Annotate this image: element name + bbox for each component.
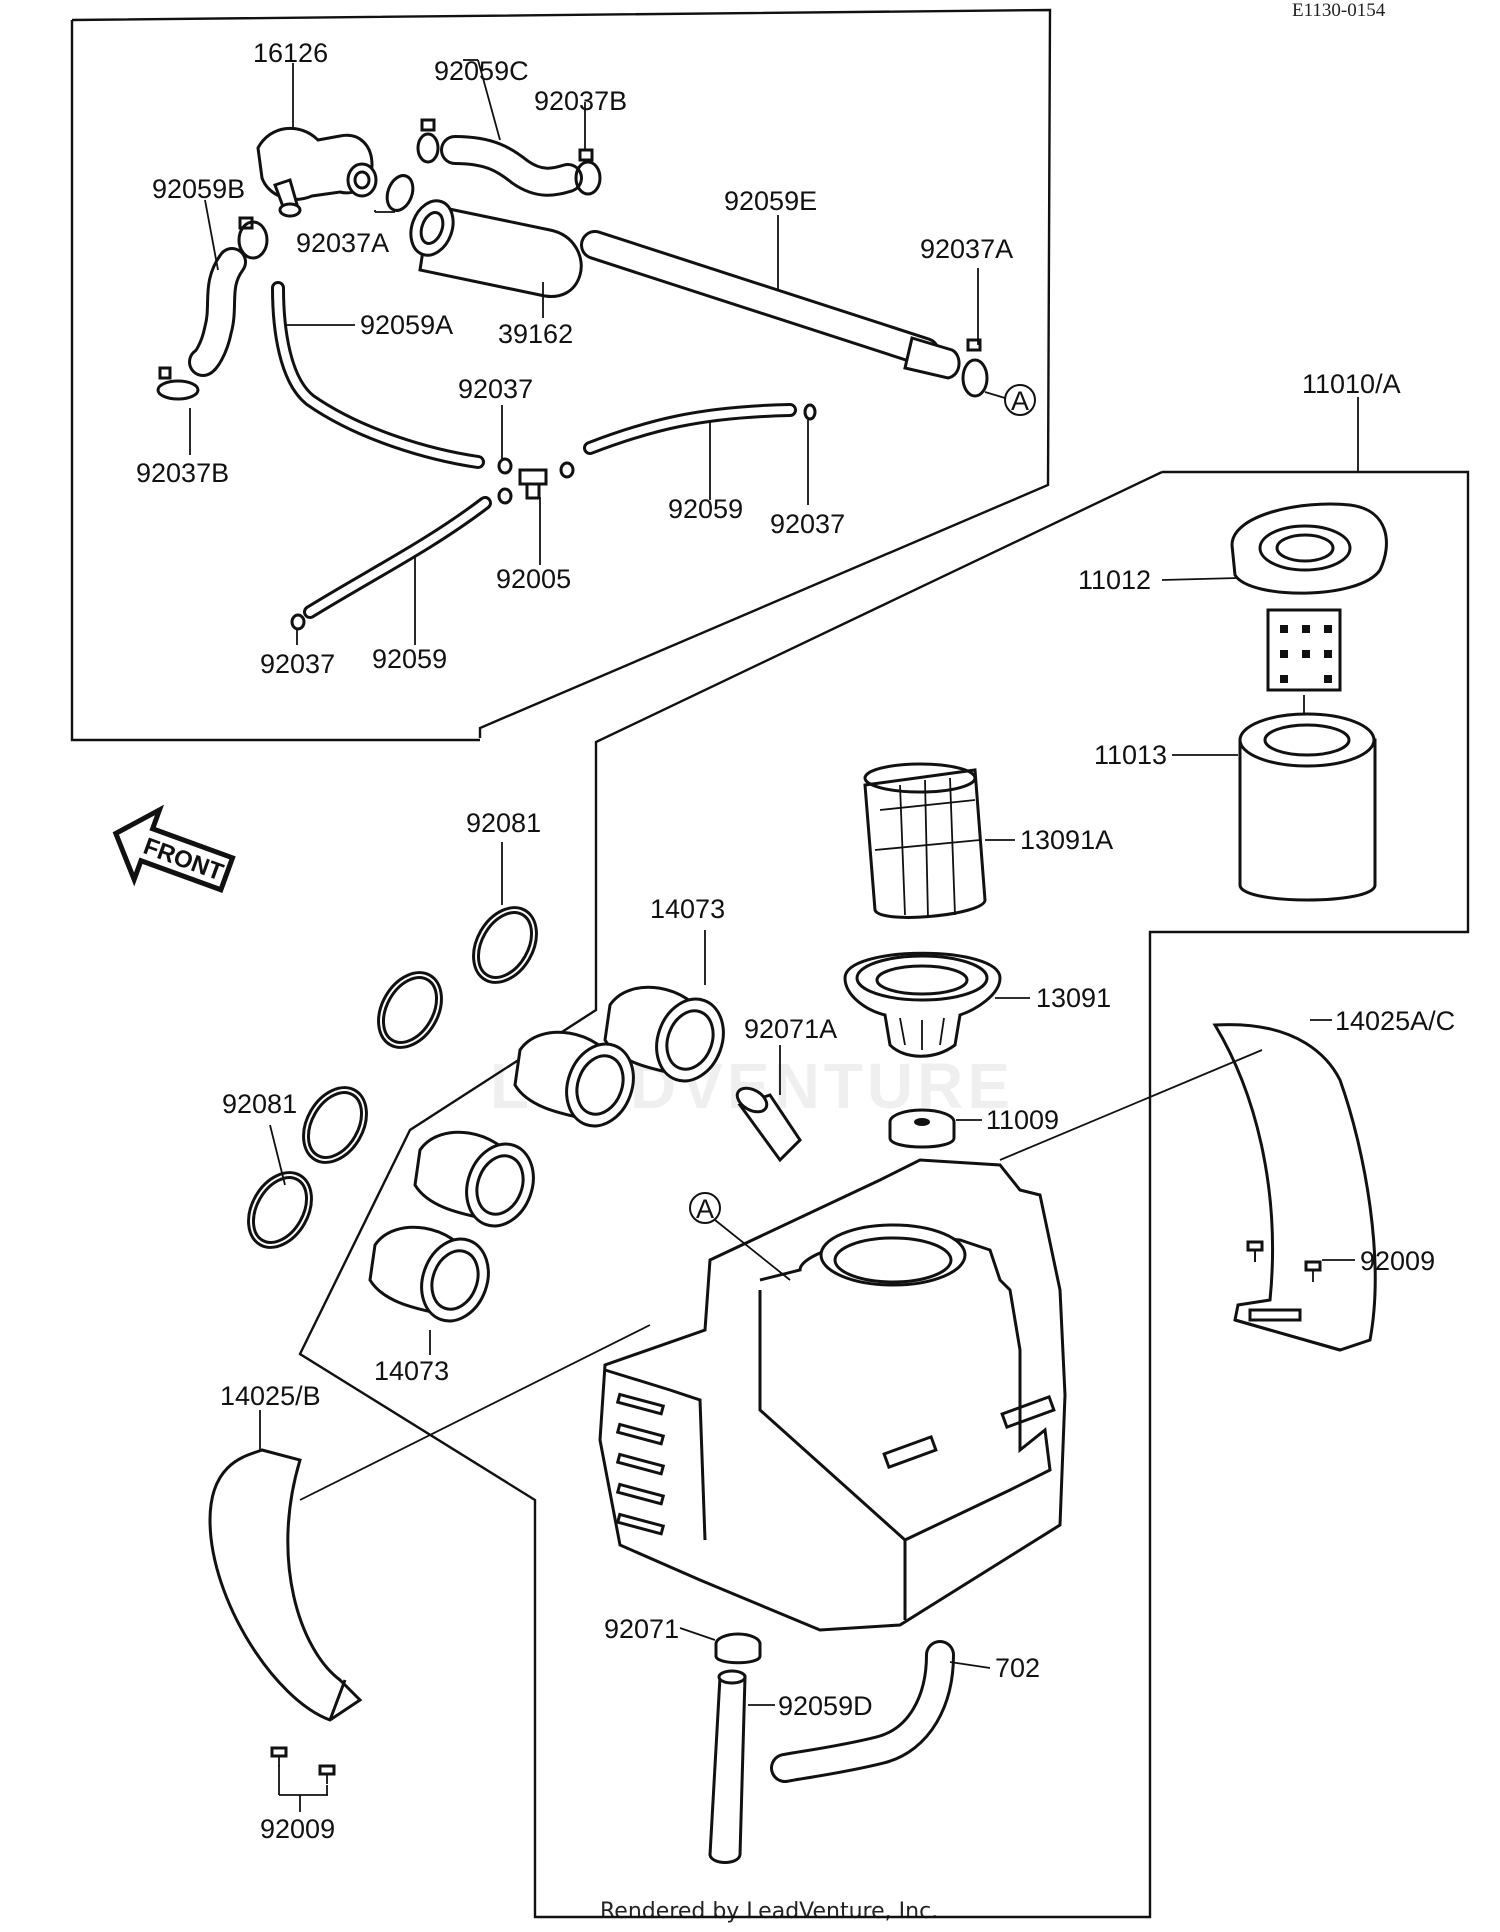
clamp-92037b-left <box>156 366 200 401</box>
callout-92071: 92071 <box>604 1614 679 1644</box>
bracket-14025ac <box>1212 1023 1377 1352</box>
callout-11010a: 11010/A <box>1302 369 1401 399</box>
callout-14025b: 14025/B <box>220 1381 321 1411</box>
callout-14073-top: 14073 <box>650 894 725 924</box>
callout-92037-bottom: 92037 <box>260 649 335 679</box>
oring-92081-b <box>377 971 443 1049</box>
bellows-14073-4 <box>368 1225 490 1323</box>
callout-702: 702 <box>995 1653 1040 1683</box>
callout-92081-top: 92081 <box>466 808 541 838</box>
tank-body <box>598 1158 1067 1632</box>
filter-element-11013 <box>1238 712 1377 902</box>
leaders-lower <box>259 842 1355 1812</box>
callout-92059-bottom: 92059 <box>372 644 447 674</box>
grommet-11009 <box>888 1108 956 1149</box>
marker-a-tank: A <box>689 1192 791 1281</box>
callout-13091a: 13091A <box>1020 825 1113 855</box>
hose-92059c <box>440 135 583 197</box>
callout-92059b: 92059B <box>152 174 245 204</box>
hose-92059b <box>188 247 247 377</box>
callout-14025ac: 14025A/C <box>1335 1006 1455 1036</box>
callout-92059e: 92059E <box>724 186 817 216</box>
marker-a-top: A <box>984 384 1036 416</box>
group-border-top <box>70 8 1052 742</box>
clamp-92037a-right <box>961 338 989 398</box>
bolts-92009-right <box>1246 1240 1322 1282</box>
footer-credit: Rendered by LeadVenture, Inc. <box>600 1899 938 1924</box>
reference-code: E1130-0154 <box>1292 0 1386 21</box>
oring-92081-c <box>302 1086 368 1164</box>
callout-92037-right: 92037 <box>770 509 845 539</box>
tank-vent-slots <box>615 1392 1056 1536</box>
callout-92009-left: 92009 <box>260 1814 335 1844</box>
callout-92037b-left: 92037B <box>136 458 229 488</box>
bellows-14073-2 <box>513 1030 635 1128</box>
tube-92059-right <box>583 403 817 455</box>
callout-92009-right: 92009 <box>1360 1246 1435 1276</box>
group-border-lower <box>298 470 1470 1919</box>
bellows-14073-3 <box>413 1130 535 1228</box>
housing-13091 <box>843 951 1002 1058</box>
callout-92037b-top: 92037B <box>534 86 627 116</box>
callout-92037a-right: 92037A <box>920 234 1013 264</box>
callout-16126: 16126 <box>253 38 328 68</box>
bellows-14073-1 <box>603 985 725 1083</box>
callout-92059c: 92059C <box>434 56 529 86</box>
callout-92005: 92005 <box>496 564 571 594</box>
leaders-top <box>189 59 979 645</box>
hose-92059d <box>708 1669 747 1864</box>
bracket-14025b <box>208 1448 363 1722</box>
clamp-92059b-top <box>237 216 269 260</box>
front-arrow: FRONT <box>112 804 236 893</box>
callout-14073-bottom: 14073 <box>374 1356 449 1386</box>
bolts-92009-left <box>270 1746 336 1784</box>
grommet-92071a <box>735 1086 802 1163</box>
svg-text:A: A <box>1011 386 1029 416</box>
callout-92059-right: 92059 <box>668 494 743 524</box>
grommet-92071 <box>714 1632 762 1665</box>
callout-39162: 39162 <box>498 319 573 349</box>
hose-92059e <box>580 230 961 380</box>
fitting-16126 <box>256 126 378 218</box>
tube-92059-bottom <box>290 496 492 631</box>
callout-92037-mid: 92037 <box>458 374 533 404</box>
callout-92081-left: 92081 <box>222 1089 297 1119</box>
cap-11012 <box>1230 502 1388 692</box>
tube-92059a <box>271 281 485 469</box>
filter-39162 <box>409 199 583 298</box>
callout-13091: 13091 <box>1036 983 1111 1013</box>
leaders-right-stack <box>956 397 1359 1121</box>
svg-text:A: A <box>696 1194 714 1224</box>
callout-11009: 11009 <box>986 1105 1059 1135</box>
tube-702 <box>770 1640 955 1783</box>
callout-92059d: 92059D <box>778 1691 873 1721</box>
screen-13091a <box>863 762 987 919</box>
connector-92005 <box>497 457 575 505</box>
callout-11012: 11012 <box>1078 565 1151 595</box>
callout-92037a-left: 92037A <box>296 228 389 258</box>
callout-11013: 11013 <box>1094 740 1167 770</box>
clamp-92037a-left <box>385 174 415 212</box>
oring-92081-d <box>247 1171 313 1249</box>
clamp-top-small <box>416 118 440 164</box>
oring-92081-a <box>472 906 538 984</box>
clamp-92037b-top <box>574 148 602 196</box>
callout-92071a: 92071A <box>744 1014 837 1044</box>
callout-92059a: 92059A <box>360 310 453 340</box>
